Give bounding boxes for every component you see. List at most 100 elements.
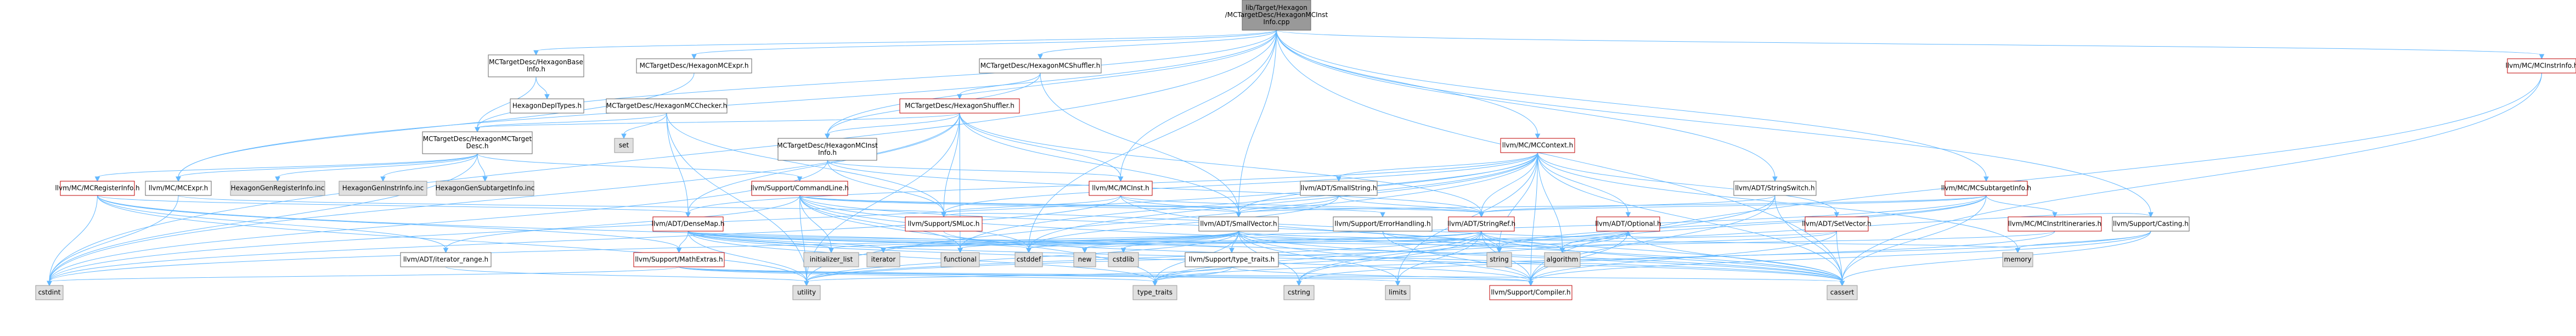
edge-line — [623, 113, 667, 135]
edge-line — [1120, 30, 1277, 178]
edge-arrowhead — [828, 248, 834, 254]
edge-line — [1276, 30, 1842, 282]
edge-line — [1562, 231, 2055, 249]
node-mccontext[interactable]: llvm/MC/MCContext.h — [1500, 138, 1575, 153]
node-densemap[interactable]: llvm/ADT/DenseMap.h — [652, 216, 725, 232]
node-iterrange[interactable]: llvm/ADT/iterator_range.h — [400, 252, 492, 267]
node-setvector[interactable]: llvm/ADT/SetVector.h — [1802, 216, 1872, 232]
edge-root-to-mcinstrinfo — [1276, 30, 2545, 60]
node-algorithm[interactable]: algorithm — [1544, 252, 1581, 267]
node-label: cassert — [1830, 289, 1855, 296]
node-stringref[interactable]: llvm/ADT/StringRef.h — [1447, 216, 1515, 232]
edge-line — [536, 76, 548, 96]
node-cmdline[interactable]: llvm/Support/CommandLine.h — [751, 181, 849, 196]
edge-typetraits_h-to-compiler — [1231, 266, 1534, 287]
node-typetraits_h[interactable]: llvm/Support/type_traits.h — [1185, 252, 1279, 267]
node-functional[interactable]: functional — [940, 252, 980, 267]
node-label: Info.h — [527, 65, 545, 73]
edge-line — [97, 195, 446, 249]
edge-arrowhead — [482, 176, 488, 182]
node-smallstring[interactable]: llvm/ADT/SmallString.h — [1300, 181, 1378, 196]
node-mcinstrinfo[interactable]: llvm/MC/MCInstrInfo.h — [2506, 58, 2576, 74]
node-cstring[interactable]: cstring — [1283, 285, 1315, 300]
node-new[interactable]: new — [1073, 252, 1096, 267]
node-cassert[interactable]: cassert — [1827, 285, 1858, 300]
node-compiler[interactable]: llvm/Support/Compiler.h — [1489, 285, 1572, 300]
node-box — [1385, 285, 1411, 300]
edge-arrowhead — [275, 176, 280, 182]
edge-line — [943, 213, 1628, 238]
node-type_traits[interactable]: type_traits — [1132, 285, 1177, 300]
edge-line — [49, 195, 179, 282]
node-hex_mcexpr[interactable]: MCTargetDesc/HexagonMCExpr.h — [636, 58, 752, 74]
edge-line — [1499, 152, 1538, 249]
node-hex_shuffler2[interactable]: MCTargetDesc/HexagonShuffler.h — [899, 98, 1020, 114]
node-label: MCTargetDesc/HexagonShuffler.h — [905, 102, 1014, 110]
edge-line — [679, 266, 1398, 282]
edge-line — [960, 231, 1239, 249]
node-cstddef[interactable]: cstddef — [1014, 252, 1043, 267]
node-hexgeninstr[interactable]: HexagonGenInstrInfo.inc — [339, 181, 427, 196]
edge-mcexpr-to-smloc — [178, 195, 946, 218]
edge-smallvector-to-memory — [1238, 231, 2021, 254]
node-box — [1500, 138, 1575, 153]
node-label: llvm/ADT/SmallString.h — [1301, 184, 1377, 192]
edge-arrowhead — [380, 176, 386, 182]
node-stringswitch[interactable]: llvm/ADT/StringSwitch.h — [1733, 181, 1817, 196]
edge-line — [178, 30, 1277, 178]
node-errorhandling[interactable]: llvm/Support/ErrorHandling.h — [1333, 216, 1433, 232]
edge-line — [49, 195, 1121, 282]
node-mcexpr[interactable]: llvm/MC/MCExpr.h — [145, 181, 212, 196]
node-cstdint[interactable]: cstdint — [35, 285, 64, 300]
node-optional[interactable]: llvm/ADT/Optional.h — [1595, 216, 1661, 232]
node-iterator[interactable]: iterator — [866, 252, 900, 267]
node-hexgensub[interactable]: HexagonGenSubtargetInfo.inc — [436, 181, 535, 196]
edge-line — [1842, 72, 2542, 282]
edge-line — [687, 231, 832, 249]
edge-line — [1842, 231, 2151, 282]
node-box — [905, 216, 983, 232]
edge-arrowhead — [1120, 248, 1126, 254]
edge-arrowhead — [1625, 212, 1631, 218]
node-limits[interactable]: limits — [1385, 285, 1411, 300]
edge-line — [1028, 30, 1277, 249]
node-mcinst[interactable]: llvm/MC/MCInst.h — [1089, 181, 1153, 196]
node-mcregisterinfo[interactable]: llvm/MC/MCRegisterInfo.h — [55, 181, 140, 196]
node-initlist[interactable]: initializer_list — [803, 252, 859, 267]
node-memory[interactable]: memory — [2002, 252, 2033, 267]
node-mathextras[interactable]: llvm/Support/MathExtras.h — [633, 252, 725, 267]
node-utility[interactable]: utility — [792, 285, 821, 300]
edge-line — [446, 266, 807, 282]
edge-mathextras-to-cassert — [679, 266, 1845, 287]
edge-mccontext-to-smallstring — [1336, 152, 1538, 182]
edge-hex_mctarget-to-hexgensub — [477, 153, 488, 182]
node-hex_deptypes[interactable]: HexagonDepITypes.h — [510, 98, 584, 114]
edge-line — [1120, 195, 1239, 214]
node-hexgenreg[interactable]: HexagonGenRegisterInfo.inc — [230, 181, 325, 196]
edge-arrowhead — [544, 94, 550, 100]
edge-typetraits_h-to-type_traits — [1152, 266, 1232, 287]
node-box — [2002, 252, 2033, 267]
edge-hex_mcinstinfo-to-mcinst — [827, 160, 1124, 182]
node-set[interactable]: set — [614, 138, 634, 153]
node-cstdlib[interactable]: cstdlib — [1108, 252, 1139, 267]
node-smallvector[interactable]: llvm/ADT/SmallVector.h — [1198, 216, 1279, 232]
node-label: llvm/Support/MathExtras.h — [635, 256, 723, 264]
node-hex_shuffler[interactable]: MCTargetDesc/HexagonMCShuffler.h — [979, 58, 1102, 74]
node-box — [614, 138, 634, 153]
node-string[interactable]: string — [1486, 252, 1512, 267]
edge-line — [1299, 231, 2055, 282]
edge-hex_mctarget-to-hexgenreg — [275, 153, 478, 182]
node-root[interactable]: lib/Target/Hexagon/MCTargetDesc/HexagonM… — [1225, 0, 1328, 31]
edge-arrowhead — [443, 248, 449, 254]
node-hex_checker[interactable]: MCTargetDesc/HexagonMCChecker.h — [606, 98, 728, 114]
node-casting[interactable]: llvm/Support/Casting.h — [2112, 216, 2190, 232]
node-mcinstriter[interactable]: llvm/MC/MCInstrItineraries.h — [2008, 216, 2102, 232]
node-label: limits — [1389, 289, 1407, 296]
node-smloc[interactable]: llvm/Support/SMLoc.h — [905, 216, 983, 232]
node-mcsubtarget[interactable]: llvm/MC/MCSubtargetInfo.h — [1941, 181, 2031, 196]
edge-arrowhead — [621, 133, 627, 139]
